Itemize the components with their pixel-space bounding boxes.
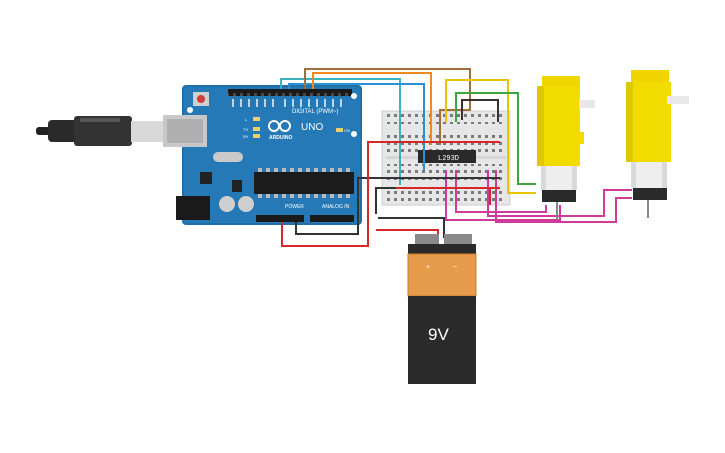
svg-text:ON: ON: [344, 128, 350, 133]
arduino-logo-icon: [268, 120, 291, 132]
crystal: [213, 152, 243, 162]
power-header-label: POWER: [285, 204, 304, 210]
led-rx: [253, 134, 260, 138]
dc-motor-2[interactable]: [626, 70, 689, 218]
svg-text:L: L: [245, 117, 248, 122]
power-jack: [176, 196, 210, 220]
motor-wires[interactable]: [445, 79, 632, 223]
battery-minus-label: −: [453, 264, 457, 271]
analog-header[interactable]: [310, 215, 354, 222]
led-l: [253, 117, 260, 121]
battery-voltage-label: 9V: [428, 325, 449, 344]
svg-text:TX: TX: [243, 127, 248, 132]
svg-text:RX: RX: [243, 134, 249, 139]
dc-motor-1[interactable]: [537, 76, 595, 220]
capacitor-1: [219, 196, 235, 212]
usb-cable[interactable]: [36, 116, 163, 146]
power-header[interactable]: [256, 215, 304, 222]
l293d-chip[interactable]: L293D: [418, 150, 476, 163]
battery-9v[interactable]: + − 9V: [407, 234, 477, 384]
chip-label: L293D: [438, 155, 459, 163]
capacitor-2: [238, 196, 254, 212]
arduino-model-label: UNO: [301, 122, 323, 133]
arduino-brand-label: ARDUINO: [269, 135, 292, 141]
digital-header-label: DIGITAL (PWM~): [292, 109, 339, 115]
led-tx: [253, 127, 260, 131]
signal-wires[interactable]: [280, 68, 471, 185]
battery-plus-label: +: [426, 264, 430, 271]
atmega-chip: [254, 172, 354, 194]
led-on: [336, 128, 343, 132]
analog-header-label: ANALOG IN: [322, 204, 350, 210]
arduino-board[interactable]: DIGITAL (PWM~) POWER ANALOG IN L TX RX O…: [163, 85, 362, 225]
